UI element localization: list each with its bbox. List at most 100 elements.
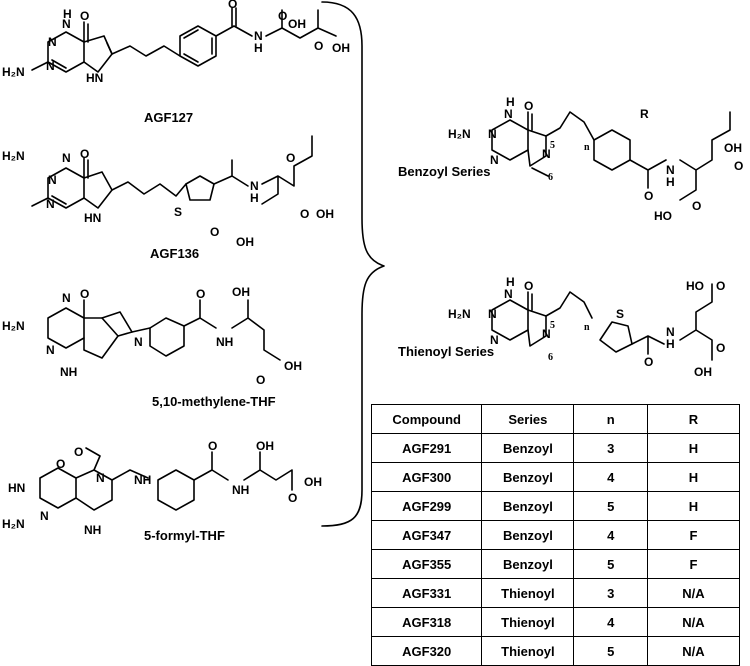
n-atom: N [62,291,71,305]
o-atom: O [278,9,287,23]
n-index-label: n [584,142,590,153]
o-atom: O [228,0,237,11]
oh-atom: OH [288,17,306,31]
o-atom: O [56,457,65,471]
column-header: R [646,404,741,434]
table-cell: AGF318 [370,607,483,637]
n-atom: N [542,147,551,161]
table-row: AGF320 Thienoyl 5 N/A [370,636,741,666]
n-atom: N [48,35,57,49]
oh-atom: OH [256,439,274,453]
table-cell: Benzoyl [481,491,575,521]
table-cell: AGF347 [370,520,483,550]
o-atom: O [80,9,89,23]
table-cell: 5 [573,491,648,521]
oh-atom: OH [284,359,302,373]
position-5-label: 5 [550,320,555,331]
hn-atom: HN [84,211,101,225]
table-cell: F [646,520,741,550]
o-atom: O [196,287,205,301]
n-atom: N [134,335,143,349]
table-header-row: Compound Series n R [370,404,741,434]
h-atom: H [506,95,515,109]
o-atom: O [692,199,701,213]
table-cell: H [646,433,741,463]
h-atom: H [254,41,263,55]
o-atom: O [256,373,265,387]
o-atom: O [524,279,533,293]
table-cell: AGF300 [370,462,483,492]
o-atom: O [314,39,323,53]
table-cell: 4 [573,607,648,637]
column-header: Series [481,404,575,434]
table-row: AGF291 Benzoyl 3 H [370,433,741,463]
table-cell: Benzoyl [481,433,575,463]
n-atom: N [40,509,49,523]
benzoyl-series-structure: N N H O H₂N N N 5 6 n R O N H O OH HO O … [398,95,743,223]
table-cell: 5 [573,549,648,579]
h-atom: H [250,191,259,205]
hn-atom: HN [86,71,103,85]
position-6-label: 6 [548,172,553,183]
h2n-atom: H₂N [2,65,25,79]
oh-atom: OH [724,141,742,155]
grouping-brace [321,1,385,527]
o-atom: O [716,279,725,293]
benzoyl-series-label: Benzoyl Series [398,164,491,179]
h2n-atom: H₂N [2,319,25,333]
table-cell: AGF320 [370,636,483,666]
h-atom: H [666,175,675,189]
n-atom: N [62,17,71,31]
agf136-structure: N N O H₂N N HN S O N H O OH OH O AGF136 [2,135,334,261]
nh-atom: NH [134,473,151,487]
h2n-atom: H₂N [2,149,25,163]
n-atom: N [542,327,551,341]
table-cell: 4 [573,462,648,492]
table-cell: Thienoyl [481,607,575,637]
o-atom: O [644,189,653,203]
n-atom: N [62,151,71,165]
column-header: Compound [370,404,483,434]
ho-atom: HO [686,279,704,293]
table-cell: 3 [573,433,648,463]
oh-atom: OH [332,41,350,55]
table-cell: H [646,491,741,521]
n-atom: N [490,333,499,347]
table-cell: 5 [573,636,648,666]
table-cell: H [646,462,741,492]
o-atom: O [80,287,89,301]
h-atom: H [666,337,675,351]
nh-atom: NH [84,523,101,537]
table-cell: Benzoyl [481,520,575,550]
table-cell: N/A [646,578,741,608]
o-atom: O [286,151,295,165]
position-5-label: 5 [550,140,555,151]
methylene-thf-label: 5,10-methylene-THF [152,394,276,409]
nh-atom: NH [60,365,77,379]
n-atom: N [488,307,497,321]
table-row: AGF300 Benzoyl 4 H [370,462,741,492]
h2n-atom: H₂N [2,517,25,531]
table-cell: Benzoyl [481,462,575,492]
compound-table: Compound Series n R AGF291 Benzoyl 3 H A… [370,404,741,666]
n-atom: N [504,287,513,301]
o-atom: O [524,99,533,113]
oh-atom: OH [304,475,322,489]
column-header: n [573,404,648,434]
table-row: AGF318 Thienoyl 4 N/A [370,607,741,637]
table-cell: AGF291 [370,433,483,463]
agf127-label: AGF127 [144,110,193,125]
h2n-atom: H₂N [448,307,471,321]
agf136-label: AGF136 [150,246,199,261]
o-atom: O [716,341,725,355]
n-atom: N [96,471,105,485]
table-cell: 4 [573,520,648,550]
h2n-atom: H₂N [448,127,471,141]
table-cell: N/A [646,607,741,637]
o-atom: O [300,207,309,221]
ho-atom: HO [654,209,672,223]
table-cell: Benzoyl [481,549,575,579]
oh-atom: OH [316,207,334,221]
nh-atom: NH [232,483,249,497]
